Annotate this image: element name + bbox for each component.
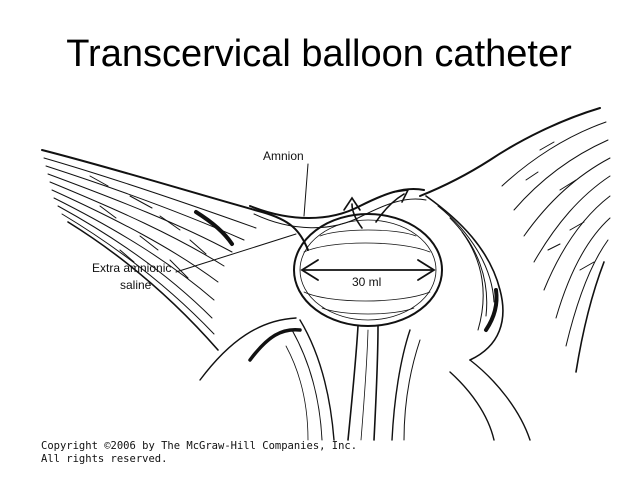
volume-arrow (300, 259, 436, 281)
amnion-label: Amnion (263, 149, 304, 163)
catheter-tube (285, 319, 421, 441)
slide-title: Transcervical balloon catheter (66, 33, 572, 75)
right-uterine-wall (419, 107, 611, 373)
copyright-line-2: All rights reserved. (41, 453, 168, 465)
copyright-notice: Copyright ©2006 by The McGraw-Hill Compa… (41, 440, 461, 466)
vaginal-fornix (199, 317, 531, 441)
leader-lines (175, 163, 309, 273)
saline-leader-line (175, 233, 297, 273)
extra-amnionic-label-line1: Extra amnionic (92, 261, 171, 275)
copyright-line-1: Copyright ©2006 by The McGraw-Hill Compa… (41, 440, 358, 452)
amnion-membrane (249, 188, 427, 229)
amnion-leader-line (303, 163, 309, 217)
balloon (293, 213, 443, 327)
volume-label: 30 ml (352, 275, 381, 289)
saline-flow-arrows (343, 188, 410, 229)
extra-amnionic-label-line2: saline (120, 278, 152, 292)
left-uterine-wall (41, 149, 309, 351)
